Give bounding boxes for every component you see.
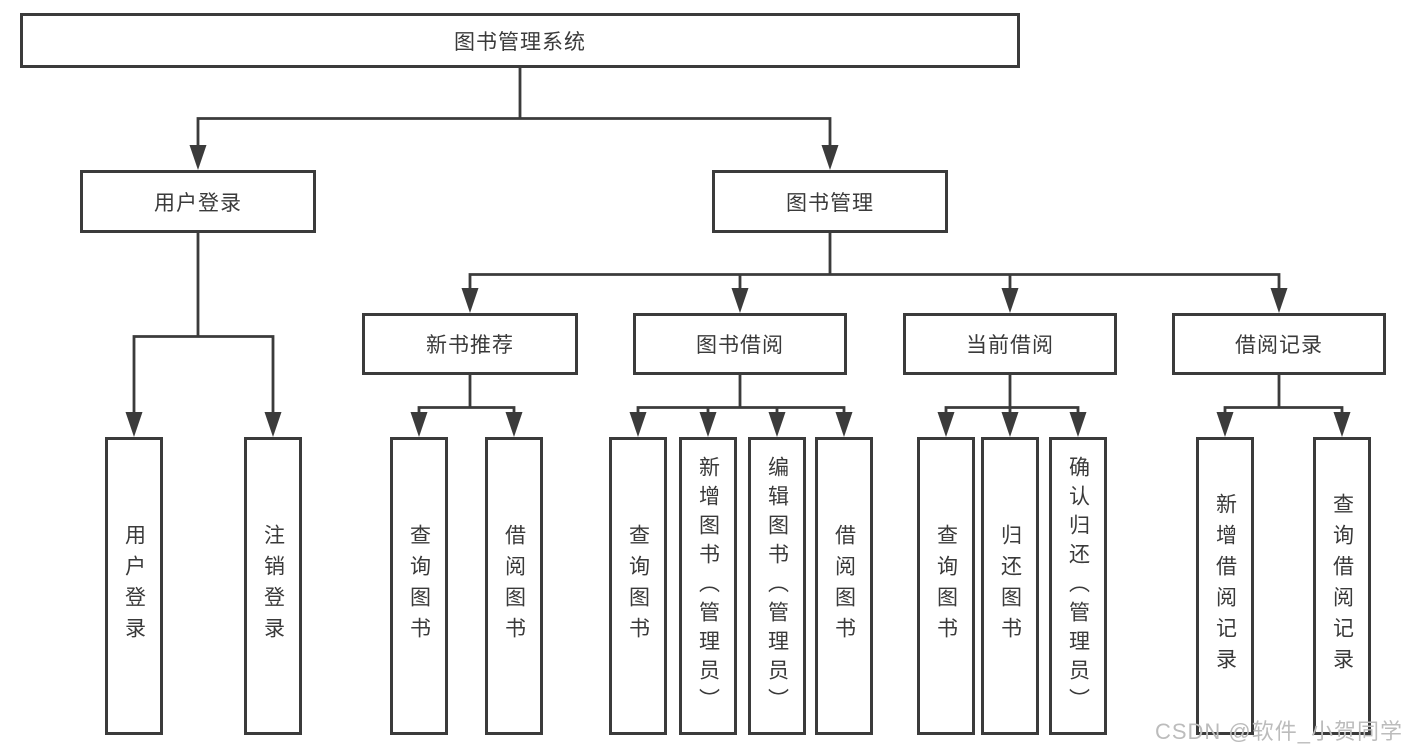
node-book-management: 图书管理 bbox=[712, 170, 948, 233]
node-book-borrowing: 图书借阅 bbox=[633, 313, 847, 375]
node-leaf-borrow-books-borrowing-label: 借阅图书 bbox=[832, 524, 856, 648]
node-leaf-edit-books-admin: 编辑图书（管理员） bbox=[748, 437, 806, 735]
node-user-login-label: 用户登录 bbox=[154, 191, 242, 215]
node-borrowing-records-label: 借阅记录 bbox=[1235, 334, 1323, 357]
node-leaf-return-books: 归还图书 bbox=[981, 437, 1039, 735]
node-leaf-user-login: 用户登录 bbox=[105, 437, 163, 735]
connector-level3-branch bbox=[468, 273, 1281, 290]
node-book-borrowing-label: 图书借阅 bbox=[696, 334, 784, 357]
connector-user-login-split bbox=[132, 335, 275, 413]
watermark-text: CSDN @软件_小贺同学 bbox=[1154, 719, 1403, 744]
node-leaf-search-books-borrowing-label: 查询图书 bbox=[626, 524, 650, 648]
node-leaf-user-login-label: 用户登录 bbox=[122, 524, 146, 648]
node-leaf-add-borrow-record-label: 新增借阅记录 bbox=[1213, 493, 1237, 679]
node-current-borrowing-label: 当前借阅 bbox=[966, 334, 1054, 357]
node-leaf-search-borrow-record-label: 查询借阅记录 bbox=[1330, 493, 1354, 679]
node-leaf-add-borrow-record: 新增借阅记录 bbox=[1196, 437, 1254, 735]
node-book-management-label: 图书管理 bbox=[786, 191, 874, 215]
node-root: 图书管理系统 bbox=[20, 13, 1020, 68]
node-new-book-recommendation: 新书推荐 bbox=[362, 313, 578, 375]
node-leaf-borrow-books-borrowing: 借阅图书 bbox=[815, 437, 873, 735]
node-leaf-search-books-current-label: 查询图书 bbox=[934, 524, 958, 648]
node-current-borrowing: 当前借阅 bbox=[903, 313, 1117, 375]
node-leaf-return-books-label: 归还图书 bbox=[998, 524, 1022, 648]
connector-level2-branch bbox=[196, 117, 832, 147]
node-leaf-logout: 注销登录 bbox=[244, 437, 302, 735]
arrowheads bbox=[125, 145, 1351, 437]
node-leaf-search-books-borrowing: 查询图书 bbox=[609, 437, 667, 735]
node-leaf-borrow-books-recommend-label: 借阅图书 bbox=[502, 524, 526, 648]
node-leaf-confirm-return-admin: 确认归还（管理员） bbox=[1049, 437, 1107, 735]
node-leaf-search-borrow-record: 查询借阅记录 bbox=[1313, 437, 1371, 735]
node-leaf-add-books-admin: 新增图书（管理员） bbox=[679, 437, 737, 735]
node-leaf-search-books-current: 查询图书 bbox=[917, 437, 975, 735]
node-leaf-add-books-admin-label: 新增图书（管理员） bbox=[696, 455, 720, 717]
node-leaf-confirm-return-admin-label: 确认归还（管理员） bbox=[1066, 455, 1090, 717]
node-new-book-recommendation-label: 新书推荐 bbox=[426, 334, 514, 357]
node-leaf-logout-label: 注销登录 bbox=[261, 524, 285, 648]
node-borrowing-records: 借阅记录 bbox=[1172, 313, 1386, 375]
node-user-login: 用户登录 bbox=[80, 170, 316, 233]
node-leaf-search-books-recommend-label: 查询图书 bbox=[407, 524, 431, 648]
node-root-label: 图书管理系统 bbox=[454, 30, 586, 54]
node-leaf-edit-books-admin-label: 编辑图书（管理员） bbox=[765, 455, 789, 717]
node-leaf-borrow-books-recommend: 借阅图书 bbox=[485, 437, 543, 735]
node-leaf-search-books-recommend: 查询图书 bbox=[390, 437, 448, 735]
